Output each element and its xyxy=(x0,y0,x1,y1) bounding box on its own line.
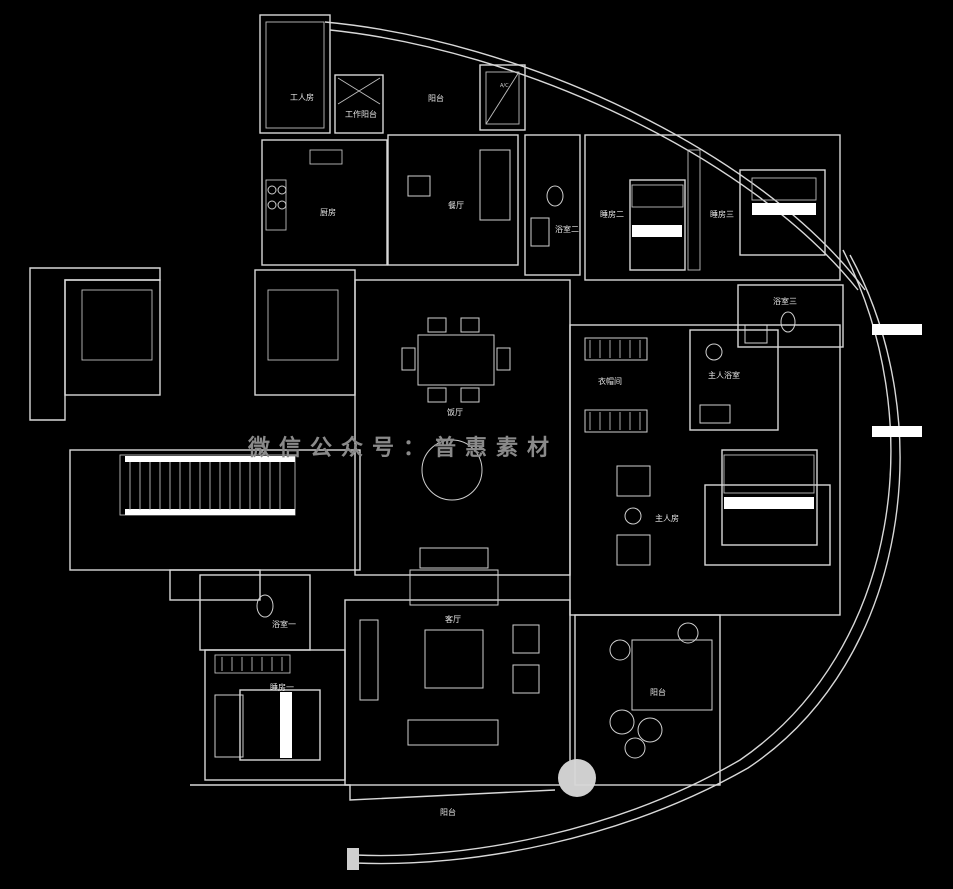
curved-facade xyxy=(324,21,922,870)
bedroom-one-wing xyxy=(199,574,346,781)
label-master-bedroom: 主人房 xyxy=(655,513,679,523)
room-labels: 工人房 工作阳台 阳台 A/C 厨房 餐厅 浴室二 睡房二 睡房三 浴室三 主人… xyxy=(270,83,797,817)
label-bedroom-one: 睡房一 xyxy=(270,682,294,692)
service-wing xyxy=(259,14,581,276)
dining-area xyxy=(354,279,571,576)
watermark: 微信公众号：普惠素材 xyxy=(247,435,558,461)
label-ac: A/C xyxy=(500,83,509,89)
label-master-bath: 主人浴室 xyxy=(708,370,740,380)
label-balcony-north: 阳台 xyxy=(428,93,444,103)
label-servant-room: 工人房 xyxy=(290,92,314,102)
garden-balcony xyxy=(574,614,721,786)
stair-core xyxy=(29,267,361,601)
label-balcony-south: 阳台 xyxy=(440,807,456,817)
master-suite xyxy=(569,324,841,616)
bedrooms-north xyxy=(584,134,844,348)
label-bedroom-two: 睡房二 xyxy=(600,209,624,219)
label-dining-nook: 餐厅 xyxy=(448,201,464,210)
label-balcony-garden: 阳台 xyxy=(650,687,666,697)
label-bedroom-three: 睡房三 xyxy=(710,209,734,219)
south-balcony xyxy=(190,784,556,801)
living-area xyxy=(344,547,596,797)
label-work-balcony: 工作阳台 xyxy=(345,109,377,119)
label-kitchen: 厨房 xyxy=(320,207,336,217)
label-bath-one: 浴室一 xyxy=(272,619,296,629)
label-bath-two: 浴室二 xyxy=(555,224,579,234)
label-walk-in-closet: 衣帽间 xyxy=(598,376,622,386)
label-dining: 饭厅 xyxy=(447,407,463,417)
label-bath-three: 浴室三 xyxy=(773,296,797,306)
label-living: 客厅 xyxy=(445,614,461,624)
